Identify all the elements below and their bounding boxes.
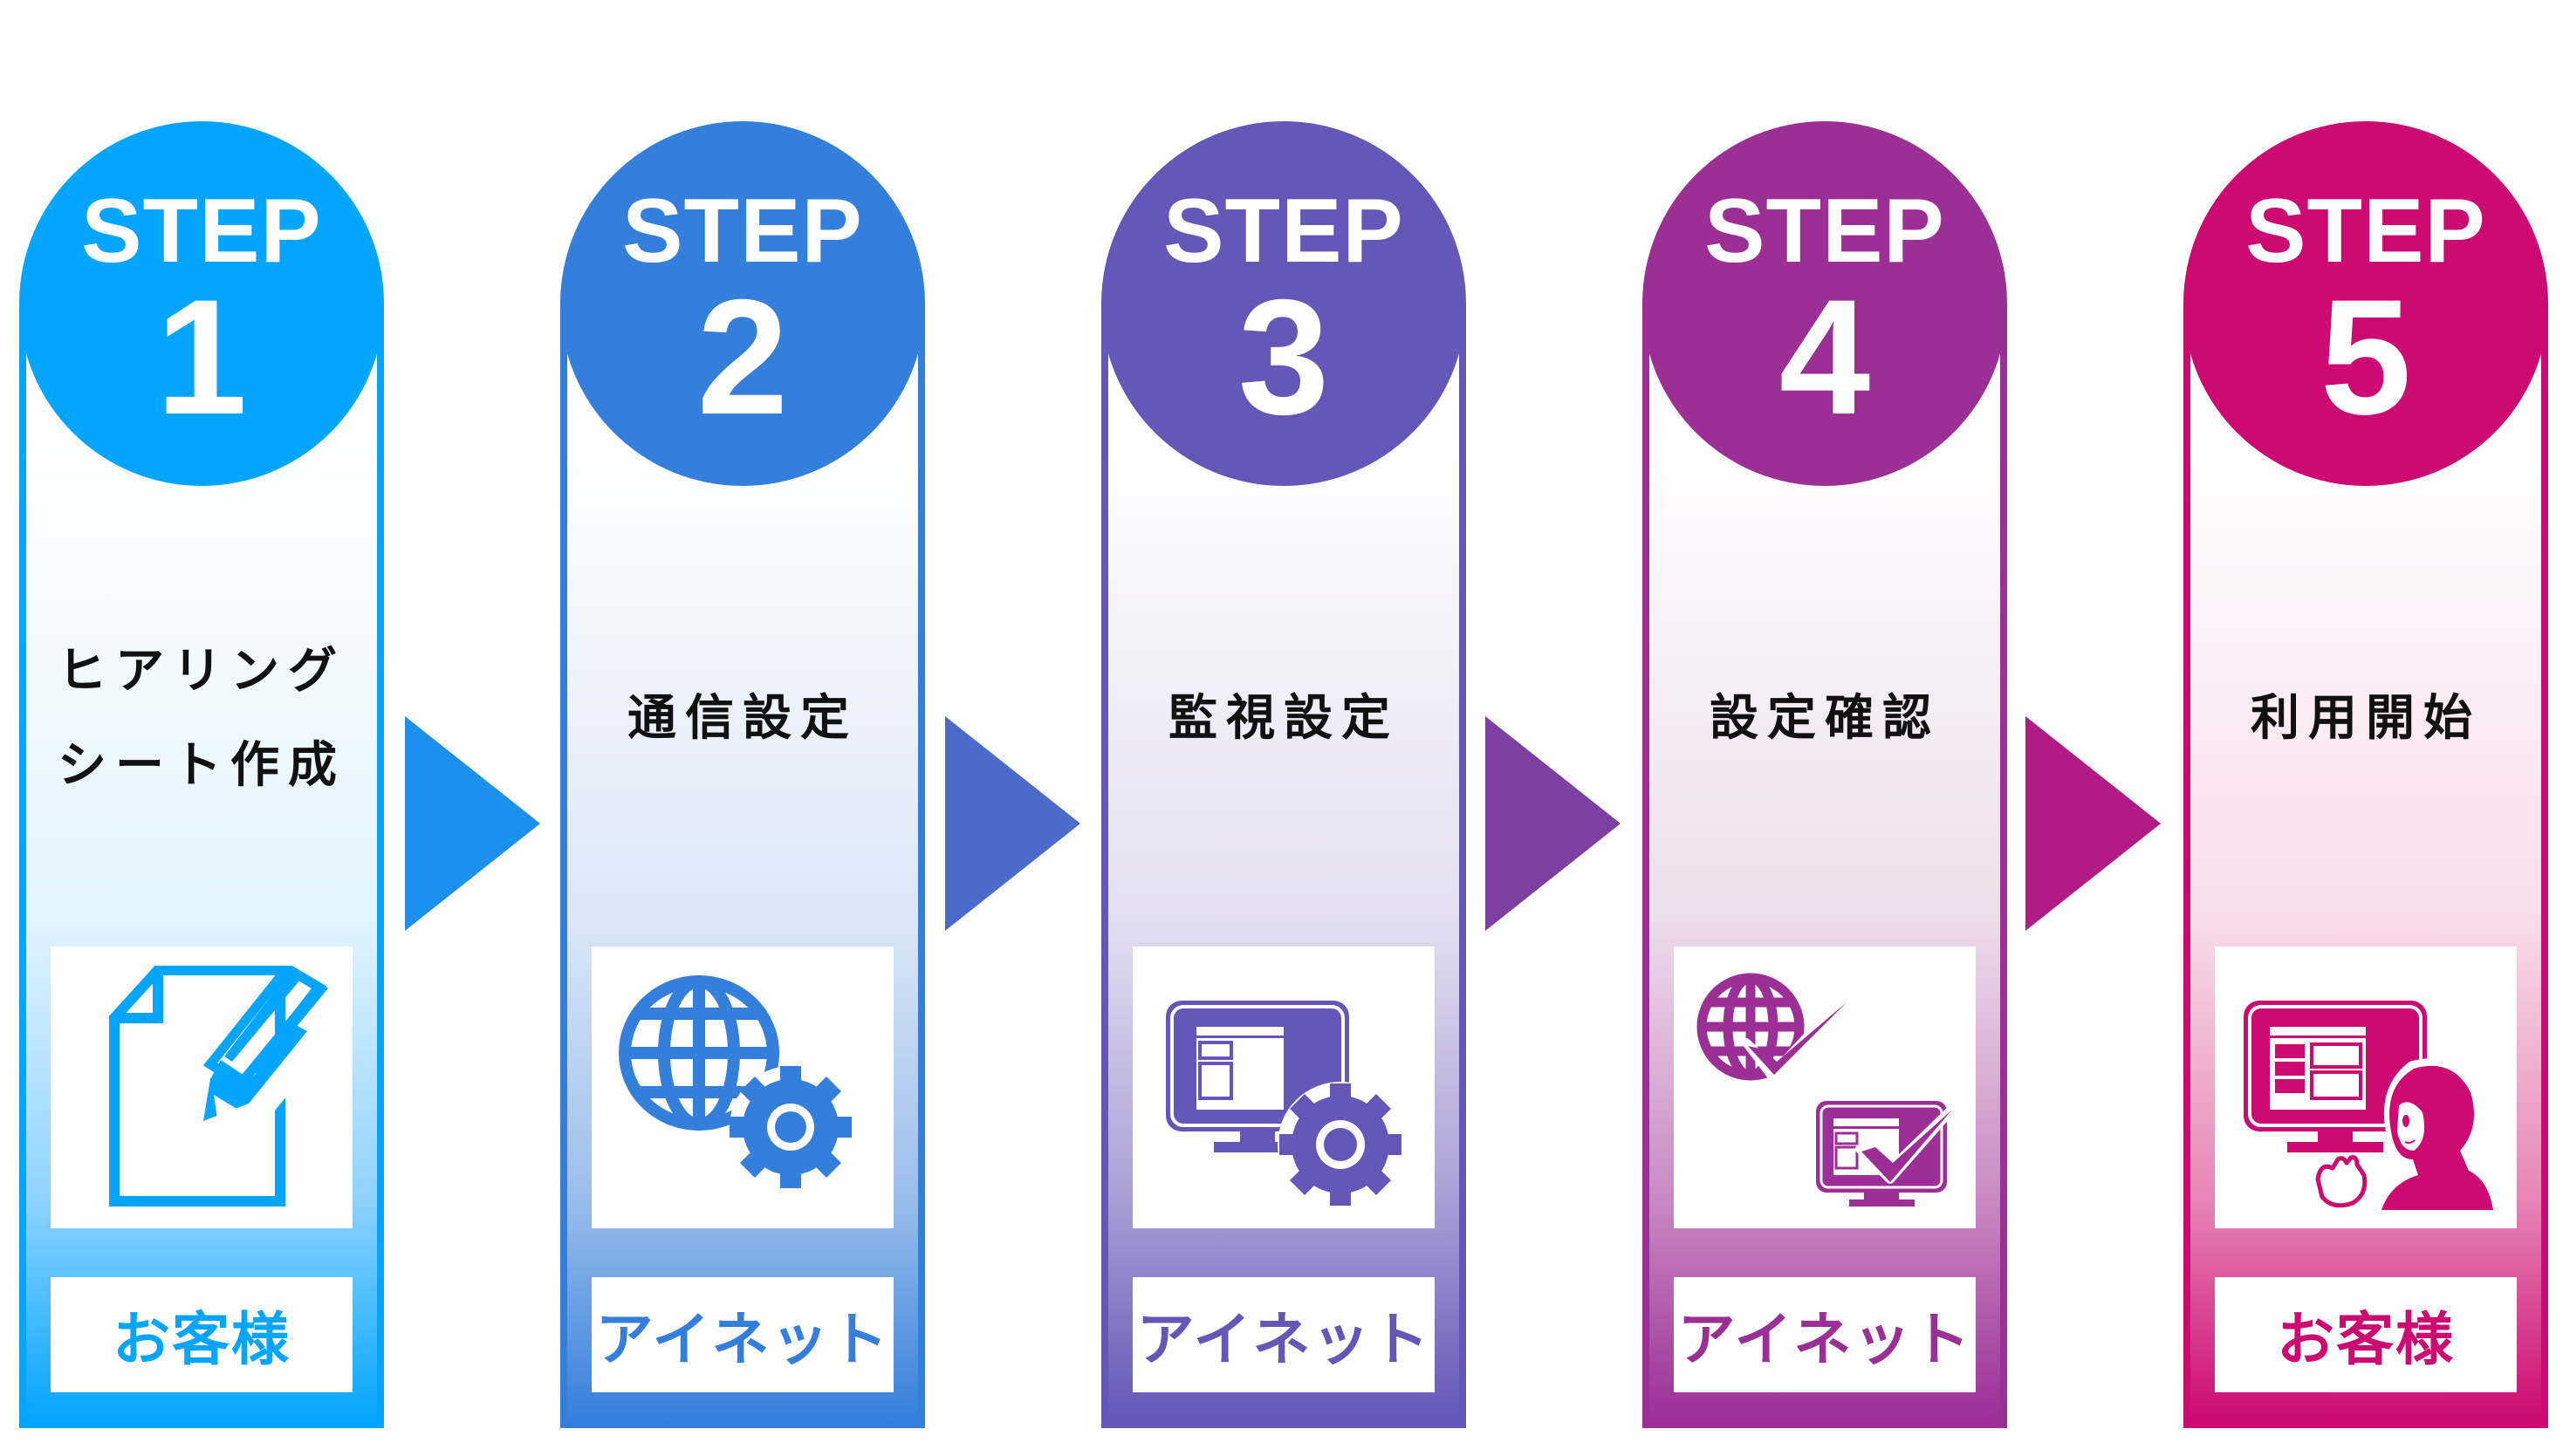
step-actor: お客様 xyxy=(51,1277,353,1392)
step-word: STEP xyxy=(1704,181,1945,282)
globe-monitor-check-icon xyxy=(1696,973,1956,1206)
step-word: STEP xyxy=(81,181,322,282)
step-badge: STEP 4 xyxy=(1642,121,2007,486)
step-number: 1 xyxy=(155,265,248,448)
step-icon-box xyxy=(1674,947,1976,1228)
step-word: STEP xyxy=(1163,181,1404,282)
arrow-right-icon xyxy=(1485,716,1621,931)
step-word: STEP xyxy=(622,181,863,282)
step-title-line: 利用開始 xyxy=(2251,690,2481,747)
step-column xyxy=(19,304,384,1428)
step-badge: STEP 5 xyxy=(2183,121,2548,486)
arrow-right-icon xyxy=(945,716,1080,931)
step-column xyxy=(560,304,925,1428)
step-icon-box xyxy=(2215,947,2517,1228)
monitor-gear-icon xyxy=(1166,1000,1403,1207)
arrow-right-icon xyxy=(2025,716,2161,931)
step-number: 3 xyxy=(1237,265,1330,448)
step-4: STEP 4 設定確認 ア xyxy=(1642,121,2007,1428)
step-icon-box xyxy=(51,947,353,1228)
step-title: 設定確認 xyxy=(1649,645,2000,793)
step-icon-box xyxy=(592,947,894,1228)
step-title: 通信設定 xyxy=(567,645,918,793)
step-number: 5 xyxy=(2320,265,2412,448)
step-3: STEP 3 監視設定 xyxy=(1101,121,1466,1428)
step-actor: アイネット xyxy=(1133,1277,1435,1392)
step-5: STEP 5 利用開始 お客様 xyxy=(2183,121,2548,1428)
step-icon-box xyxy=(1133,947,1435,1228)
step-title-line: 通信設定 xyxy=(627,690,858,747)
user-monitor-icon xyxy=(2244,1000,2497,1210)
step-title-line: ヒアリング xyxy=(58,643,346,700)
step-actor: アイネット xyxy=(592,1277,894,1392)
step-actor: お客様 xyxy=(2215,1277,2517,1392)
step-badge: STEP 2 xyxy=(560,121,925,486)
step-column xyxy=(2183,304,2548,1428)
arrow-right-icon xyxy=(405,716,540,931)
step-1: STEP 1 ヒアリング シート作成 お客様 xyxy=(19,121,384,1428)
step-title: 利用開始 xyxy=(2190,645,2541,793)
step-2: STEP 2 通信設定 xyxy=(560,121,925,1428)
document-pencil-icon xyxy=(109,965,328,1206)
globe-gear-icon xyxy=(619,974,852,1188)
step-column xyxy=(1101,304,1466,1428)
step-title: ヒアリング シート作成 xyxy=(26,643,377,794)
step-badge: STEP 1 xyxy=(19,121,384,486)
step-column xyxy=(1642,304,2007,1428)
step-title-line: シート作成 xyxy=(58,737,346,794)
step-title-line: 設定確認 xyxy=(1710,690,1940,747)
step-actor: アイネット xyxy=(1674,1277,1976,1392)
step-number: 2 xyxy=(696,265,789,448)
step-number: 4 xyxy=(1778,265,1871,448)
step-badge: STEP 3 xyxy=(1101,121,1466,486)
step-title: 監視設定 xyxy=(1108,645,1459,793)
step-title-line: 監視設定 xyxy=(1168,690,1399,747)
step-word: STEP xyxy=(2245,181,2486,282)
